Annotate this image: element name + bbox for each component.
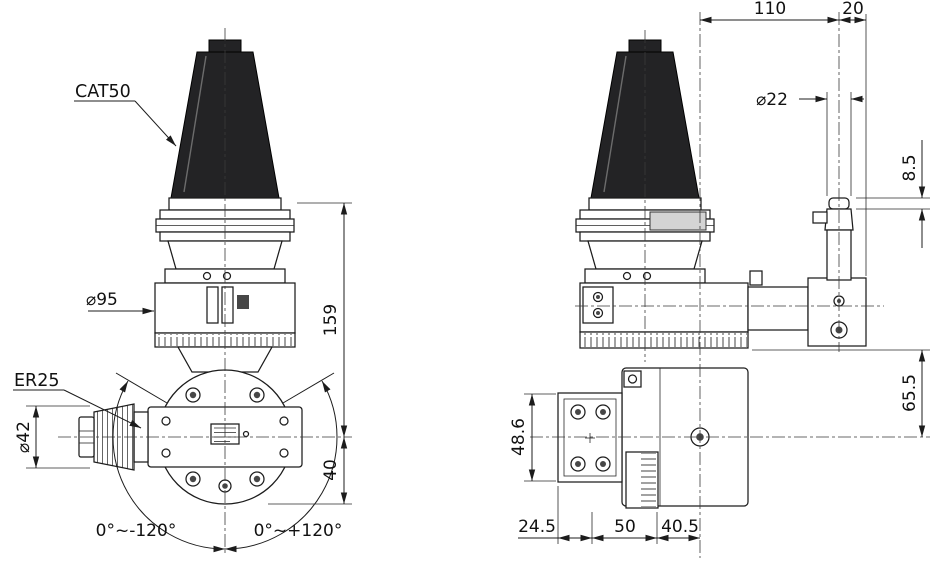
support-arm <box>747 286 809 331</box>
front-dimensions: CAT50 ⌀95 ER25 ⌀42 159 40 0°~-120° 0°~+1… <box>13 82 352 541</box>
front-view: CAT50 ⌀95 ER25 ⌀42 159 40 0°~-120° 0°~+1… <box>13 28 352 556</box>
rod-offset-dim: 20 <box>842 0 864 19</box>
body-diameter-label: ⌀95 <box>86 290 118 310</box>
side-head <box>557 367 749 509</box>
block-height-dim: 48.6 <box>509 418 529 456</box>
side-body <box>579 197 867 349</box>
axis-drop-dim: 65.5 <box>900 374 920 412</box>
vernier-scale <box>641 453 657 507</box>
collet-label: ER25 <box>14 371 60 391</box>
base-mid-dim: 50 <box>614 517 636 537</box>
rod-step-dim: 8.5 <box>900 154 920 181</box>
base-right-dim: 40.5 <box>661 517 699 537</box>
collet-diameter-label: ⌀42 <box>14 421 34 453</box>
swivel-negative-dim: 0°~-120° <box>96 521 177 541</box>
gauge-to-axis-dim: 159 <box>321 304 341 336</box>
side-dimensions: 110 20 ⌀22 8.5 65.5 48.6 <box>509 0 930 544</box>
swivel-positive-dim: 0°~+120° <box>254 521 343 541</box>
side-view: 110 20 ⌀22 8.5 65.5 48.6 <box>509 0 930 558</box>
swivel-range <box>112 372 338 553</box>
base-left-dim: 24.5 <box>518 517 556 537</box>
axis-to-face-dim: 40 <box>321 459 341 481</box>
taper-label: CAT50 <box>75 82 131 102</box>
arm-reach-dim: 110 <box>754 0 786 19</box>
stop-block <box>649 211 707 231</box>
graduation-ring-side <box>581 333 747 347</box>
rod-diameter-dim: ⌀22 <box>756 90 788 110</box>
